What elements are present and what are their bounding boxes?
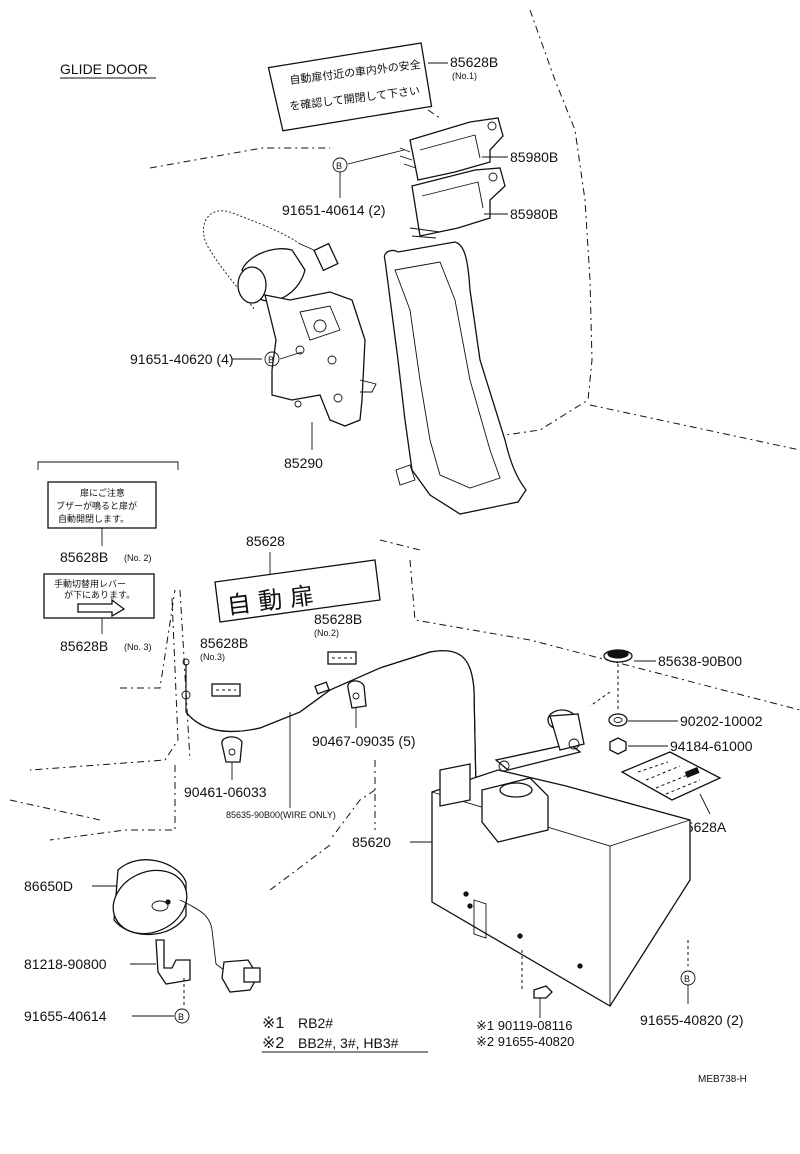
note1-mark: ※1 bbox=[262, 1015, 284, 1032]
label-85628B-no3-mid: 85628B bbox=[200, 635, 248, 651]
decal-no3-left: 手動切替用レバー が下にあります。 bbox=[43, 573, 155, 619]
door-actuator-box bbox=[431, 709, 691, 1007]
label-90202-10002: 90202-10002 bbox=[680, 713, 763, 729]
circle-b-icon-4 bbox=[174, 1008, 190, 1024]
note2-text: BB2#, 3#, HB3# bbox=[298, 1035, 399, 1051]
leader-91651-40620-b bbox=[279, 351, 303, 360]
label-91651-40614: 91651-40614 (2) bbox=[282, 202, 386, 218]
decal-no1: 自動扉付近の車内外の安全 を確認して開閉して下さい bbox=[267, 42, 433, 132]
decal-no3-line2: が下にあります。 bbox=[64, 589, 135, 601]
label-85628B-no3-left: 85628B bbox=[60, 638, 108, 654]
label-91655-40614: 91655-40614 bbox=[24, 1008, 107, 1024]
label-91655-40820-b: ※2 91655-40820 bbox=[476, 1034, 574, 1049]
release-cable bbox=[181, 650, 477, 791]
circle-b-letter-4: B bbox=[178, 1012, 184, 1022]
label-85628B-no2-left-sub: (No. 2) bbox=[124, 553, 152, 563]
label-85628B-no1: 85628B bbox=[450, 54, 498, 70]
decal-85628A bbox=[620, 751, 722, 801]
rubber-cap bbox=[603, 649, 633, 663]
label-85628B-no2-left: 85628B bbox=[60, 549, 108, 565]
decal-no3-line1: 手動切替用レバー bbox=[54, 578, 126, 590]
label-91651-40620: 91651-40620 (4) bbox=[130, 351, 234, 367]
label-86650D: 86650D bbox=[24, 878, 73, 894]
label-85980B-b: 85980B bbox=[510, 206, 558, 222]
door-switch-upper bbox=[399, 117, 504, 181]
label-85628B-no1-sub: (No.1) bbox=[452, 71, 477, 81]
label-85628: 85628 bbox=[246, 533, 285, 549]
bracket-note bbox=[37, 461, 179, 470]
leader-85628A bbox=[699, 793, 711, 815]
decal-no2-left: 扉にご注意 ブザーが鳴ると扉が 自動開閉します。 bbox=[47, 481, 157, 529]
decal-no2-line1: 扉にご注意 bbox=[80, 487, 125, 499]
circle-b-icon bbox=[332, 157, 348, 173]
label-85628B-no3-left-sub: (No. 3) bbox=[124, 642, 152, 652]
circle-b-letter-3: B bbox=[684, 974, 690, 984]
label-90467-09035: 90467-09035 (5) bbox=[312, 733, 416, 749]
door-rail-cover bbox=[383, 241, 527, 515]
label-85290: 85290 bbox=[284, 455, 323, 471]
decal-no2-line3: 自動開閉します。 bbox=[58, 513, 129, 525]
label-90461-06033: 90461-06033 bbox=[184, 784, 267, 800]
label-85980B-a: 85980B bbox=[510, 149, 558, 165]
screw-90119 bbox=[533, 985, 553, 1014]
label-85628B-no2-mid: 85628B bbox=[314, 611, 362, 627]
label-85638-90B00: 85638-90B00 bbox=[658, 653, 742, 669]
leader-91651-40614-b bbox=[347, 149, 405, 165]
cable-clamp-upper bbox=[347, 680, 367, 709]
body-outline-lines bbox=[9, 9, 800, 891]
door-motor-assembly bbox=[202, 210, 377, 427]
buzzer-assembly bbox=[112, 859, 261, 993]
label-85620: 85620 bbox=[352, 834, 391, 850]
note1-text: RB2# bbox=[298, 1015, 333, 1031]
label-85628B-no3-mid-sub: (No.3) bbox=[200, 652, 225, 662]
nut-94184 bbox=[609, 737, 627, 755]
label-90119: ※1 90119-08116 bbox=[476, 1018, 572, 1033]
decal-no2-mid bbox=[327, 651, 357, 665]
decal-no2-line2: ブザーが鳴ると扉が bbox=[56, 500, 137, 512]
figure-code: MEB738-H bbox=[698, 1074, 747, 1085]
circle-b-letter-2: B bbox=[268, 355, 274, 365]
label-94184-61000: 94184-61000 bbox=[670, 738, 753, 754]
label-85628B-no2-mid-sub: (No.2) bbox=[314, 628, 339, 638]
door-switch-lower bbox=[409, 167, 506, 239]
label-91655-40820: 91655-40820 (2) bbox=[640, 1012, 744, 1028]
cable-clamp-lower bbox=[221, 736, 243, 763]
circle-b-icon-2 bbox=[264, 351, 280, 367]
label-81218: 81218-90800 bbox=[24, 956, 107, 972]
nut-90202 bbox=[608, 713, 628, 727]
decal-no3-mid bbox=[211, 683, 241, 697]
assembly-dotted-line bbox=[589, 664, 619, 712]
circle-b-letter: B bbox=[336, 161, 342, 171]
diagram-title: GLIDE DOOR bbox=[60, 61, 148, 77]
label-85635: 85635-90B00(WIRE ONLY) bbox=[226, 810, 336, 820]
note2-mark: ※2 bbox=[262, 1035, 284, 1052]
